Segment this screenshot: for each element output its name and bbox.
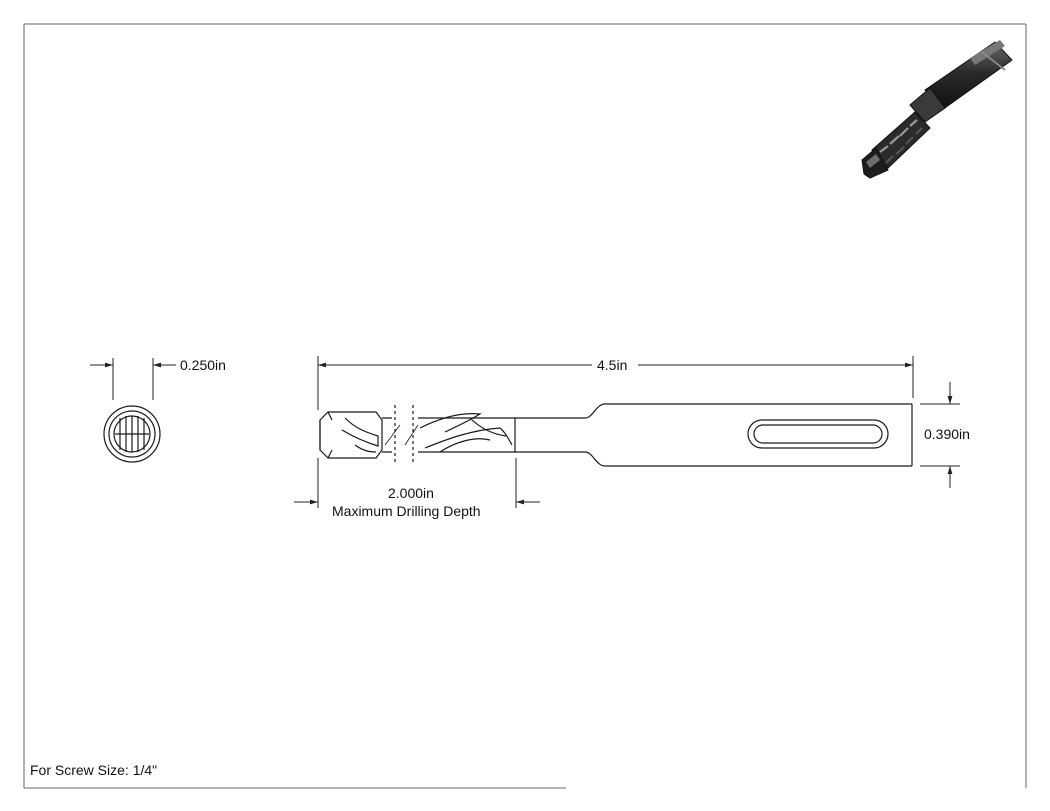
overall-length-dimension <box>317 356 914 410</box>
drilling-depth-dimension <box>294 458 540 508</box>
drill-bit-isometric-render <box>861 40 1013 179</box>
screw-size-note: For Screw Size: 1/4" <box>30 762 158 778</box>
end-view-dimension-label: 0.250in <box>180 357 226 373</box>
sheet-border <box>23 23 1027 789</box>
shank-diameter-label: 0.390in <box>924 426 970 442</box>
end-view <box>103 405 161 463</box>
overall-length-label: 4.5in <box>597 357 628 373</box>
drilling-depth-caption: Maximum Drilling Depth <box>332 503 481 519</box>
end-view-dimension <box>90 358 176 400</box>
drilling-depth-value-label: 2.000in <box>388 485 434 501</box>
side-view-drill-bit <box>319 403 913 467</box>
shank-diameter-dimension <box>920 382 960 488</box>
